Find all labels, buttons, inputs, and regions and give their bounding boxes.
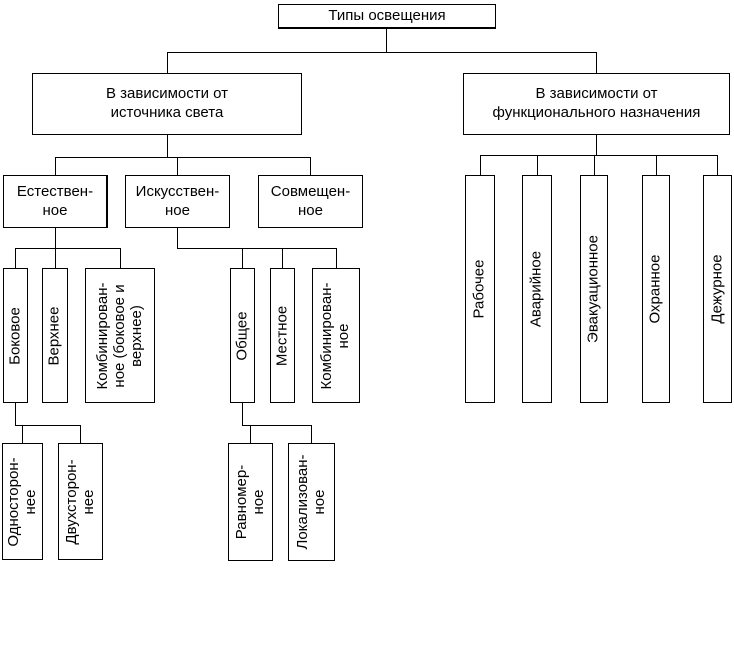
node-emergency-label: Аварийное xyxy=(527,250,545,328)
node-combined-artificial: Комбинирован- ное xyxy=(312,268,360,403)
node-by-function: В зависимости от функционального назначе… xyxy=(463,73,730,135)
connector-drop-combined-artificial xyxy=(336,248,337,268)
node-natural-label: Естествен- ное xyxy=(16,182,94,219)
connector-drop-side xyxy=(15,248,16,268)
node-uniform-label: Равномер- ное xyxy=(232,464,267,540)
connector-drop-emergency xyxy=(537,155,538,175)
node-by-function-label: В зависимости от функционального назначе… xyxy=(492,85,701,121)
node-artificial-label: Искусствен- ное xyxy=(135,182,220,219)
node-natural: Естествен- ное xyxy=(3,175,108,228)
node-one-sided-label: Односторон- нее xyxy=(4,456,39,547)
node-two-sided-label: Двухсторон- нее xyxy=(62,458,97,545)
node-side-label: Боковое xyxy=(6,306,24,365)
connector-function-stub xyxy=(596,135,597,155)
connector-root-bar xyxy=(167,52,597,53)
node-security-label: Охранное xyxy=(646,254,664,324)
node-local: Местное xyxy=(270,268,295,403)
node-upper-label: Верхнее xyxy=(45,306,63,365)
connector-drop-combined-side-upper xyxy=(120,248,121,268)
node-combined: Совмещен- ное xyxy=(258,175,363,228)
connector-natural-stub xyxy=(55,228,56,248)
connector-function-bar xyxy=(480,155,718,156)
connector-drop-security xyxy=(656,155,657,175)
node-local-label: Местное xyxy=(273,305,291,366)
node-root: Типы освещения xyxy=(278,4,496,29)
node-one-sided: Односторон- нее xyxy=(2,443,43,560)
connector-drop-duty xyxy=(717,155,718,175)
node-evacuation: Эвакуационное xyxy=(580,175,608,403)
connector-artificial-stub xyxy=(177,228,178,248)
node-combined-artificial-label: Комбинирован- ное xyxy=(318,282,352,389)
connector-root-stub xyxy=(386,29,387,52)
node-combined-side-upper-label: Комбинирован- ное (боковое и верхнее) xyxy=(93,282,145,389)
node-emergency: Аварийное xyxy=(522,175,552,403)
node-working-label: Рабочее xyxy=(470,259,488,319)
node-combined-side-upper: Комбинирован- ное (боковое и верхнее) xyxy=(85,268,155,403)
node-combined-label: Совмещен- ное xyxy=(270,182,351,219)
connector-side-stub xyxy=(15,403,16,425)
node-working: Рабочее xyxy=(465,175,495,403)
node-by-source: В зависимости от источника света xyxy=(32,73,302,135)
node-duty: Дежурное xyxy=(703,175,732,403)
connector-side-bar xyxy=(15,425,81,426)
connector-drop-two-sided xyxy=(80,425,81,443)
connector-source-bar xyxy=(55,157,311,158)
connector-drop-natural xyxy=(55,157,56,175)
node-localized: Локализован- ное xyxy=(288,443,335,561)
connector-artificial-bar xyxy=(177,248,337,249)
connector-drop-evacuation xyxy=(594,155,595,175)
connector-drop-by-function xyxy=(596,52,597,73)
connector-drop-localized xyxy=(311,425,312,443)
node-by-source-label: В зависимости от источника света xyxy=(105,85,229,121)
node-general: Общее xyxy=(230,268,255,403)
connector-general-stub xyxy=(242,403,243,425)
node-side: Боковое xyxy=(3,268,28,403)
node-artificial: Искусствен- ное xyxy=(125,175,230,228)
node-upper: Верхнее xyxy=(42,268,68,403)
node-security: Охранное xyxy=(642,175,670,403)
connector-drop-local xyxy=(282,248,283,268)
node-two-sided: Двухсторон- нее xyxy=(58,443,103,560)
node-uniform: Равномер- ное xyxy=(228,443,273,561)
connector-natural-bar xyxy=(15,248,121,249)
connector-drop-one-sided xyxy=(22,425,23,443)
node-general-label: Общее xyxy=(233,310,251,361)
connector-drop-uniform xyxy=(250,425,251,443)
node-localized-label: Локализован- ное xyxy=(293,454,328,550)
connector-drop-by-source xyxy=(167,52,168,73)
node-duty-label: Дежурное xyxy=(708,254,726,324)
connector-drop-working xyxy=(480,155,481,175)
connector-drop-artificial xyxy=(177,157,178,175)
connector-drop-upper xyxy=(55,248,56,268)
connector-general-bar xyxy=(242,425,312,426)
node-evacuation-label: Эвакуационное xyxy=(584,235,602,343)
connector-drop-general xyxy=(242,248,243,268)
node-root-label: Типы освещения xyxy=(328,6,446,24)
connector-drop-combined xyxy=(310,157,311,175)
connector-source-stub xyxy=(167,135,168,157)
